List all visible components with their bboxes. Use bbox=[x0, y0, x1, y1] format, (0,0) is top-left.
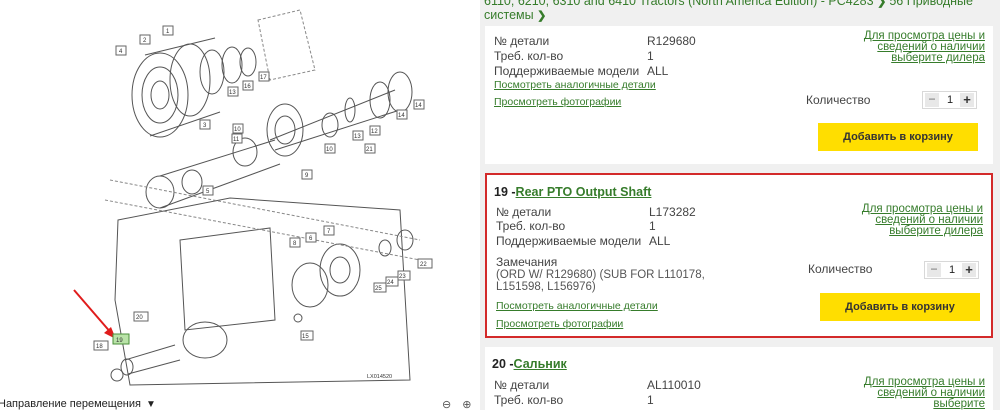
svg-text:23: 23 bbox=[399, 274, 406, 280]
svg-text:1: 1 bbox=[166, 29, 170, 35]
add-to-cart-button[interactable]: Добавить в корзину bbox=[820, 293, 980, 321]
part-name-link[interactable]: Rear PTO Output Shaft bbox=[515, 185, 652, 199]
required-qty-label: Треб. кол-во bbox=[494, 393, 564, 407]
required-qty-label: Треб. кол-во bbox=[494, 49, 564, 63]
svg-text:7: 7 bbox=[327, 229, 331, 235]
supported-models-value: ALL bbox=[647, 64, 669, 78]
decrement-button[interactable]: − bbox=[925, 93, 939, 107]
svg-text:11: 11 bbox=[233, 137, 240, 143]
svg-text:8: 8 bbox=[293, 241, 297, 247]
similar-parts-link[interactable]: Посмотреть аналогичные детали bbox=[496, 300, 658, 312]
breadcrumb: 6110, 6210, 6310 and 6410 Tractors (Nort… bbox=[484, 0, 994, 23]
part-number-label: № детали bbox=[494, 34, 550, 48]
increment-button[interactable]: + bbox=[960, 93, 974, 107]
quantity-value[interactable]: 1 bbox=[948, 264, 956, 276]
decrement-button[interactable]: − bbox=[927, 263, 941, 277]
supported-models-label: Поддерживаемые модели bbox=[494, 64, 640, 78]
svg-text:2: 2 bbox=[143, 38, 147, 44]
similar-parts-link[interactable]: Посмотреть аналогичные детали bbox=[494, 79, 656, 91]
select-dealer-link[interactable]: Для просмотра цены и сведений о наличии … bbox=[863, 376, 985, 410]
increment-button[interactable]: + bbox=[962, 263, 976, 277]
diagram-footer: Направление перемещения ▼ ⊖ ⊕ bbox=[0, 398, 480, 410]
quantity-label: Количество bbox=[806, 93, 871, 107]
diagram-drawing: 2 1 4 13 16 17 3 10 11 12 13 14 14 10 21… bbox=[73, 9, 433, 386]
svg-text:15: 15 bbox=[302, 334, 309, 340]
svg-text:5: 5 bbox=[206, 189, 210, 195]
quantity-label: Количество bbox=[808, 262, 873, 276]
breadcrumb-model-link[interactable]: 6110, 6210, 6310 and 6410 Tractors (Nort… bbox=[484, 0, 874, 8]
parts-list-panel[interactable]: 6110, 6210, 6310 and 6410 Tractors (Nort… bbox=[480, 0, 1000, 410]
required-qty-value: 1 bbox=[647, 393, 654, 407]
svg-text:14: 14 bbox=[398, 113, 405, 119]
notes-label: Замечания bbox=[496, 255, 558, 269]
required-qty-label: Треб. кол-во bbox=[496, 219, 566, 233]
view-photos-link[interactable]: Просмотреть фотографии bbox=[496, 318, 624, 330]
svg-text:18: 18 bbox=[96, 344, 103, 350]
notes-text: (ORD W/ R129680) (SUB FOR L110178, L1515… bbox=[496, 269, 705, 293]
svg-text:10: 10 bbox=[234, 127, 241, 133]
view-photos-link[interactable]: Просмотреть фотографии bbox=[494, 96, 622, 108]
svg-text:6: 6 bbox=[309, 236, 313, 242]
required-qty-value: 1 bbox=[649, 219, 656, 233]
part-number-value: R129680 bbox=[647, 34, 696, 48]
svg-text:16: 16 bbox=[244, 84, 251, 90]
svg-text:10: 10 bbox=[326, 147, 333, 153]
supported-models-label: Поддерживаемые модели bbox=[496, 234, 642, 248]
part-number-label: № детали bbox=[496, 205, 552, 219]
svg-text:21: 21 bbox=[366, 147, 373, 153]
svg-text:17: 17 bbox=[260, 75, 267, 81]
direction-label: Направление перемещения bbox=[0, 398, 141, 410]
part-name-link[interactable]: Сальник bbox=[513, 357, 567, 371]
svg-text:19: 19 bbox=[116, 338, 123, 344]
breadcrumb-section-link-cont[interactable]: системы bbox=[484, 8, 534, 22]
quantity-stepper[interactable]: − 1 + bbox=[924, 261, 979, 279]
svg-text:25: 25 bbox=[375, 286, 382, 292]
part-title: 19 -Rear PTO Output Shaft bbox=[494, 185, 651, 199]
svg-text:20: 20 bbox=[136, 315, 143, 321]
svg-text:24: 24 bbox=[387, 280, 394, 286]
part-card: № детали R129680 Треб. кол-во 1 Поддержи… bbox=[485, 26, 993, 164]
svg-text:13: 13 bbox=[229, 90, 236, 96]
quantity-stepper[interactable]: − 1 + bbox=[922, 91, 977, 109]
svg-text:22: 22 bbox=[420, 262, 427, 268]
direction-dropdown-icon[interactable]: ▼ bbox=[146, 399, 156, 410]
part-number-value: L173282 bbox=[649, 205, 696, 219]
part-number-value: AL110010 bbox=[647, 378, 701, 392]
part-number-label: № детали bbox=[494, 378, 550, 392]
part-item-number: 19 - bbox=[494, 185, 516, 199]
breadcrumb-chevron-icon: ❯ bbox=[877, 0, 890, 8]
select-dealer-link[interactable]: Для просмотра цены и сведений о наличии … bbox=[861, 203, 983, 237]
svg-text:3: 3 bbox=[203, 123, 207, 129]
zoom-controls[interactable]: ⊖ ⊕ bbox=[442, 399, 476, 410]
part-item-number: 20 - bbox=[492, 357, 514, 371]
breadcrumb-chevron-icon: ❯ bbox=[537, 10, 547, 22]
select-dealer-link[interactable]: Для просмотра цены и сведений о наличии … bbox=[863, 30, 985, 64]
svg-text:13: 13 bbox=[354, 134, 361, 140]
exploded-parts-diagram[interactable]: 2 1 4 13 16 17 3 10 11 12 13 14 14 10 21… bbox=[0, 0, 480, 410]
breadcrumb-section-link[interactable]: 56 Приводные bbox=[889, 0, 973, 8]
svg-text:9: 9 bbox=[305, 173, 309, 179]
svg-text:12: 12 bbox=[371, 129, 378, 135]
part-card-selected: 19 -Rear PTO Output Shaft № детали L1732… bbox=[485, 173, 993, 338]
required-qty-value: 1 bbox=[647, 49, 654, 63]
svg-text:4: 4 bbox=[119, 49, 123, 55]
svg-text:14: 14 bbox=[415, 103, 422, 109]
part-card: 20 -Сальник № детали AL110010 Треб. кол-… bbox=[485, 347, 993, 410]
part-title: 20 -Сальник bbox=[492, 357, 567, 371]
add-to-cart-button[interactable]: Добавить в корзину bbox=[818, 123, 978, 151]
quantity-value[interactable]: 1 bbox=[946, 94, 954, 106]
diagram-code: LX014520 bbox=[367, 374, 392, 380]
supported-models-value: ALL bbox=[649, 234, 671, 248]
